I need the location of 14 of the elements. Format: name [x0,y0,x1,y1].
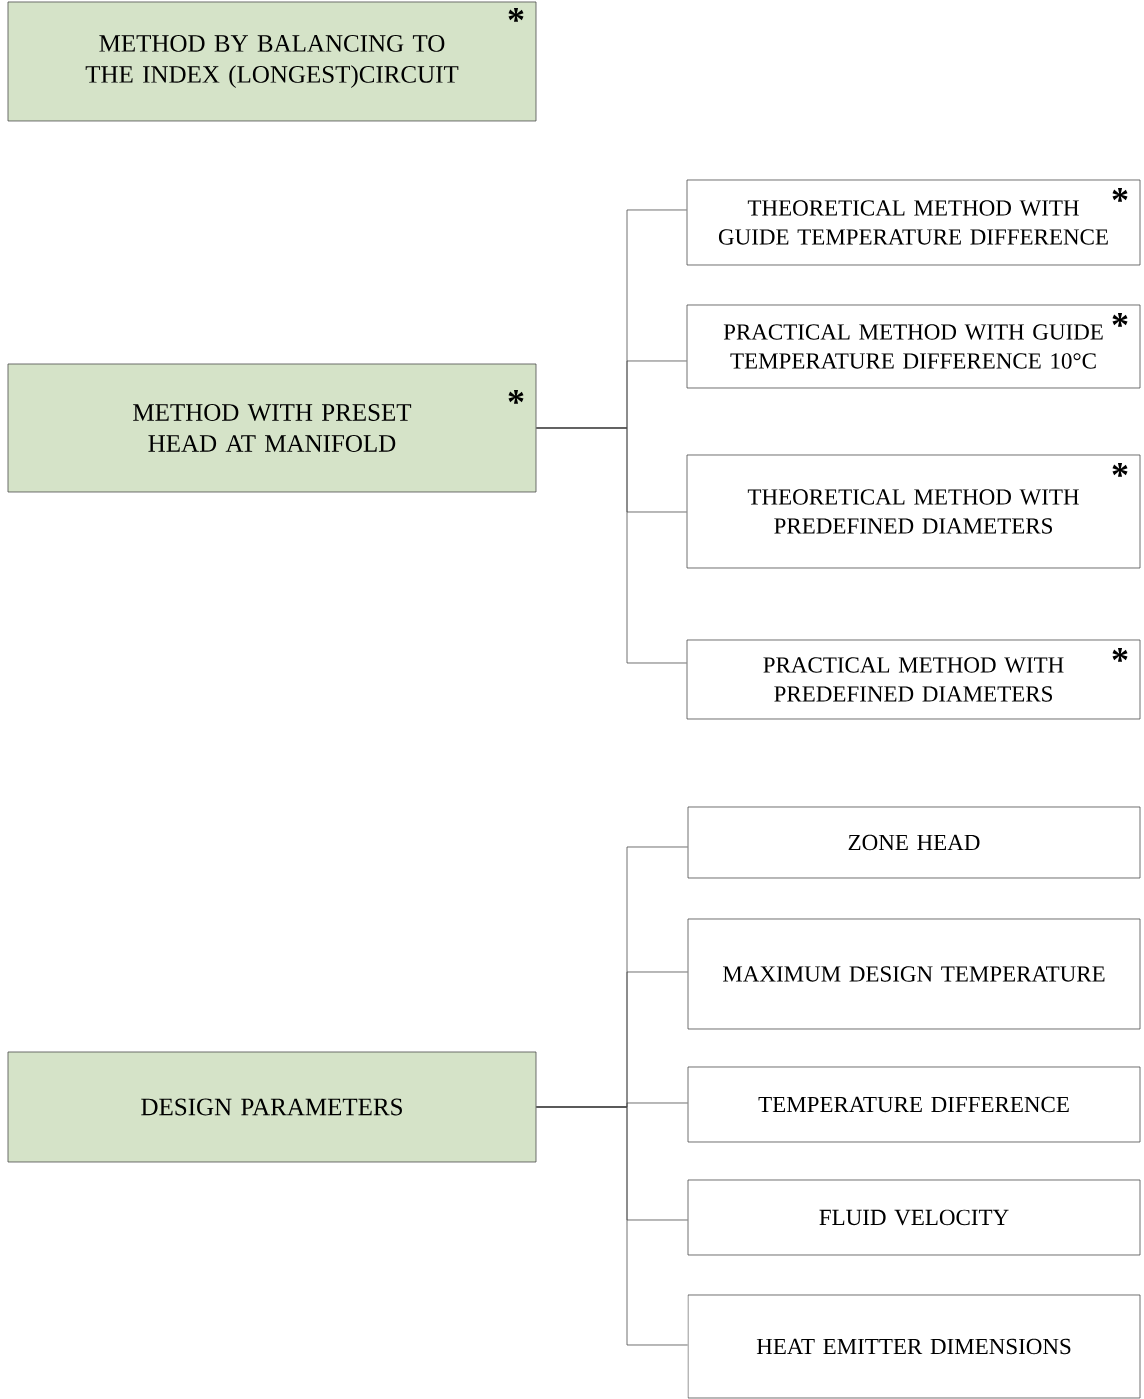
asterisk: * [508,8,524,22]
asterisk: * [1112,463,1128,477]
process-box: DESIGN PARAMETERS [7,1051,537,1163]
connector-line [536,427,687,664]
asterisk: * [1112,313,1128,327]
process-box: ZONE HEAD [687,806,1141,879]
asterisk: * [508,390,524,404]
process-box: HEAT EMITTER DIMENSIONS [687,1294,1141,1399]
asterisk: * [1112,648,1128,662]
process-box: MAXIMUM DESIGN TEMPERATURE [687,918,1141,1030]
asterisk: * [1112,188,1128,202]
process-box: FLUID VELOCITY [687,1179,1141,1256]
connector-line [536,1106,688,1346]
process-box: TEMPERATURE DIFFERENCE [687,1066,1141,1143]
